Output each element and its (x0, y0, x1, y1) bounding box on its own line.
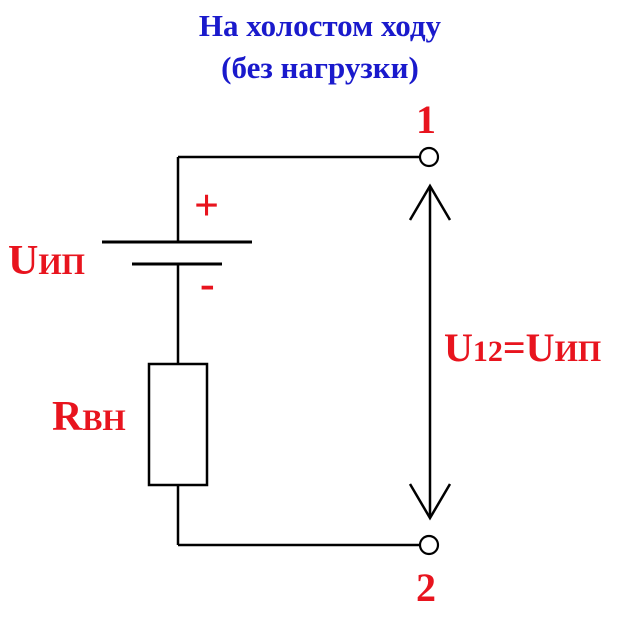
source-symbol: U (8, 238, 39, 284)
terminal-1-label: 1 (416, 97, 436, 142)
resistor-body (147, 362, 209, 487)
terminal-1-node (418, 146, 440, 168)
terminal-2-label: 2 (416, 565, 436, 610)
terminal-2-node (418, 534, 440, 556)
voltage-rhs-subscript: ИП (554, 335, 602, 368)
resistor-symbol: R (52, 394, 83, 440)
source-subscript: ИП (38, 248, 86, 281)
title-line-1: На холостом ходу (198, 8, 442, 43)
voltage-symbol: U (444, 325, 473, 370)
voltage-arrow-head-top (408, 183, 452, 221)
terminal-voltage-label: U12=UИП (444, 328, 601, 368)
plus-sign: + (194, 181, 220, 230)
title-line-2: (без нагрузки) (221, 50, 419, 85)
resistor-subscript: ВН (82, 404, 126, 437)
resistor-label: RВН (52, 396, 126, 438)
source-voltage-label: UИП (8, 240, 85, 282)
voltage-subscript: 12 (472, 335, 503, 368)
voltage-equals: =U (502, 325, 555, 370)
minus-sign: - (200, 259, 215, 308)
voltage-arrow-head-bottom (408, 483, 452, 521)
